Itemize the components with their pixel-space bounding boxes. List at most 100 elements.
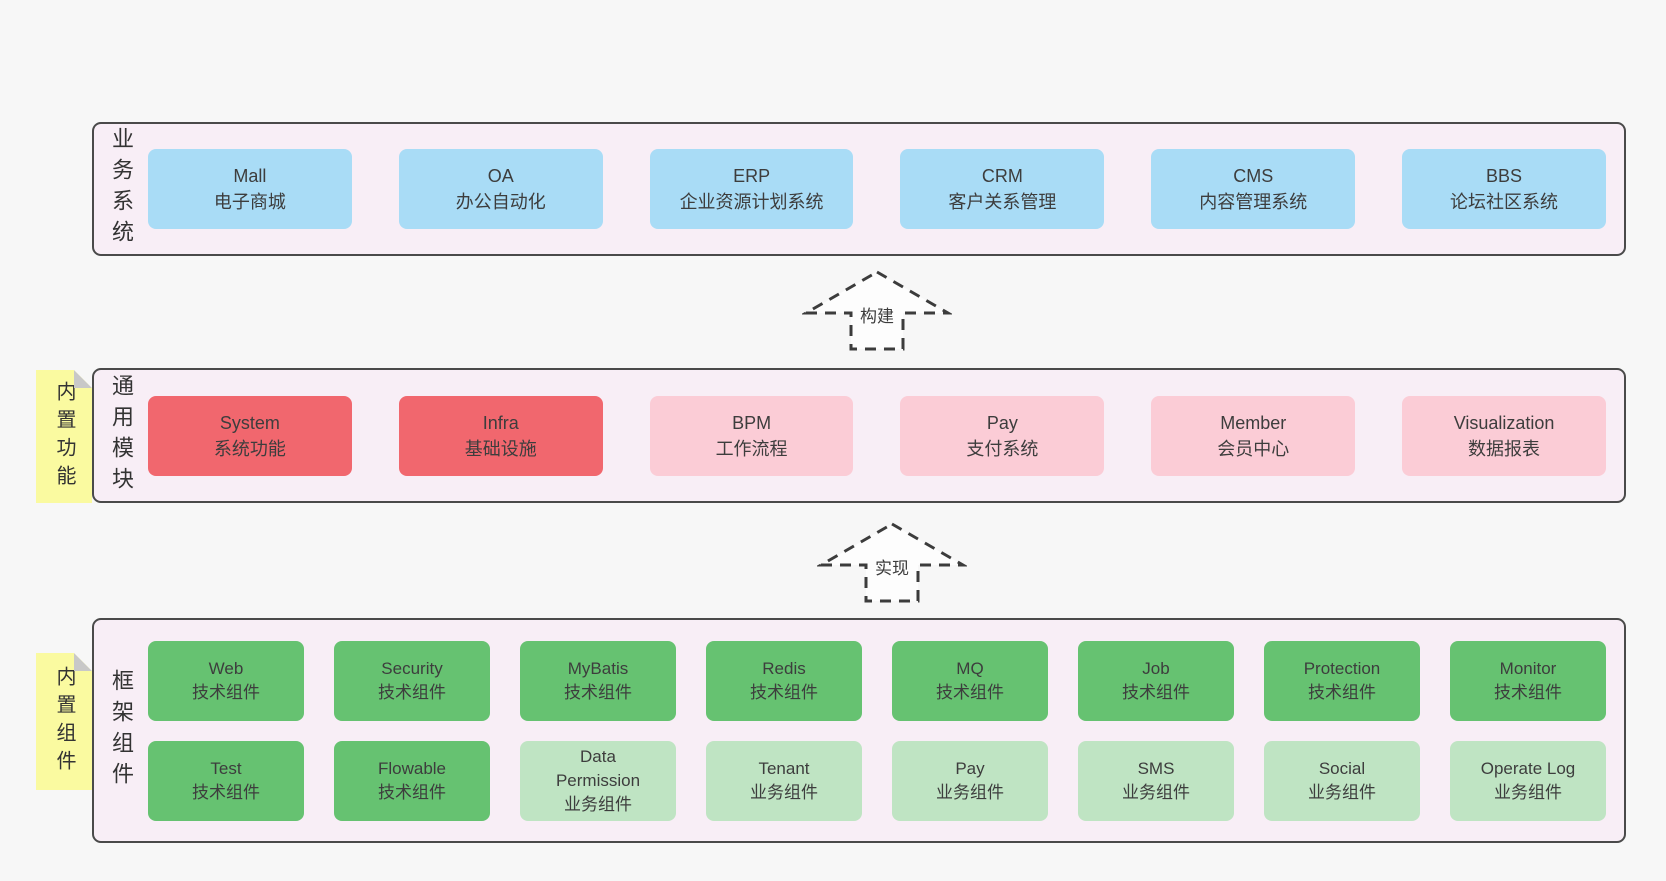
box-title: Data Permission (555, 746, 641, 790)
panel-common-modules: 通用模块 System 系统功能 Infra 基础设施 BPM 工作流程 Pay (92, 368, 1626, 503)
box-subtitle: 技术组件 (1494, 682, 1562, 702)
note-builtin-components: 内置组件 (36, 653, 92, 790)
box-bpm: BPM 工作流程 (649, 395, 854, 476)
box-title: Security (381, 658, 443, 678)
box-title: Mall (233, 166, 267, 186)
box-title: Redis (762, 658, 806, 678)
note-builtin-features: 内置功能 (36, 370, 92, 503)
box-subtitle: 办公自动化 (455, 192, 546, 212)
box-subtitle: 支付系统 (966, 438, 1039, 459)
box-mq: MQ 技术组件 (892, 640, 1048, 721)
box-subtitle: 业务组件 (1308, 782, 1376, 802)
box-title: MyBatis (567, 658, 629, 678)
box-title: Member (1220, 412, 1287, 433)
box-row: Test 技术组件 Flowable 技术组件 Data Permission … (148, 740, 1606, 821)
box-title: MQ (956, 658, 984, 678)
arrow-build: 构建 (802, 268, 952, 352)
panel-label-text: 业务系统 (109, 127, 134, 251)
panel-label-business: 业务系统 (94, 124, 148, 254)
box-row: System 系统功能 Infra 基础设施 BPM 工作流程 Pay 支付系统… (148, 395, 1606, 476)
box-subtitle: 会员中心 (1217, 438, 1290, 459)
box-bbs: BBS 论坛社区系统 (1402, 149, 1606, 229)
box-social: Social 业务组件 (1264, 740, 1420, 821)
box-subtitle: 电子商城 (213, 192, 286, 212)
box-title: BBS (1486, 166, 1523, 186)
box-title: Protection (1303, 658, 1381, 678)
box-security: Security 技术组件 (334, 640, 490, 721)
box-monitor: Monitor 技术组件 (1450, 640, 1606, 721)
box-system: System 系统功能 (148, 395, 352, 476)
box-subtitle: 技术组件 (378, 782, 446, 802)
box-subtitle: 数据报表 (1468, 438, 1541, 459)
box-member: Member 会员中心 (1151, 395, 1356, 476)
box-pay: Pay 支付系统 (900, 395, 1105, 476)
box-infra: Infra 基础设施 (398, 395, 603, 476)
box-subtitle: 技术组件 (1308, 682, 1376, 702)
box-web: Web 技术组件 (148, 640, 304, 721)
box-subtitle: 企业资源计划系统 (679, 192, 824, 212)
folded-corner-icon (74, 653, 92, 671)
panel-label-framework: 框架组件 (94, 620, 148, 841)
box-tenant: Tenant 业务组件 (706, 740, 862, 821)
box-visualization: Visualization 数据报表 (1402, 395, 1606, 476)
box-subtitle: 技术组件 (378, 682, 446, 702)
arrow-label: 实现 (873, 554, 911, 579)
panel-business-systems: 业务系统 Mall 电子商城 OA 办公自动化 ERP 企业资源计划系统 CRM (92, 122, 1626, 256)
box-title: Monitor (1499, 658, 1557, 678)
box-title: BPM (732, 412, 772, 433)
box-title: Pay (955, 758, 985, 778)
note-text: 内置组件 (53, 665, 75, 778)
box-data-permission: Data Permission 业务组件 (520, 740, 676, 821)
box-title: Pay (986, 412, 1018, 433)
box-title: Operate Log (1480, 758, 1576, 778)
box-mall: Mall 电子商城 (148, 149, 352, 229)
box-title: Job (1142, 658, 1170, 678)
box-row: Web 技术组件 Security 技术组件 MyBatis 技术组件 Redi… (148, 640, 1606, 721)
box-title: Flowable (377, 758, 447, 778)
box-title: System (219, 412, 280, 433)
box-subtitle: 业务组件 (750, 782, 818, 802)
box-title: Social (1318, 758, 1366, 778)
box-mybatis: MyBatis 技术组件 (520, 640, 676, 721)
panel-label-text: 框架组件 (109, 668, 134, 793)
box-subtitle: 技术组件 (936, 682, 1004, 702)
box-cms: CMS 内容管理系统 (1151, 149, 1356, 229)
box-subtitle: 系统功能 (213, 438, 286, 459)
box-title: ERP (733, 166, 771, 186)
box-row: Mall 电子商城 OA 办公自动化 ERP 企业资源计划系统 CRM 客户关系… (148, 149, 1606, 229)
panel-label-text: 通用模块 (109, 373, 134, 498)
box-title: Tenant (758, 758, 810, 778)
box-subtitle: 技术组件 (564, 682, 632, 702)
box-job: Job 技术组件 (1078, 640, 1234, 721)
box-subtitle: 工作流程 (715, 438, 788, 459)
box-subtitle: 业务组件 (1122, 782, 1190, 802)
panel-label-modules: 通用模块 (94, 370, 148, 501)
box-title: Test (210, 758, 242, 778)
box-subtitle: 业务组件 (1494, 782, 1562, 802)
panel-framework-components: 框架组件 Web 技术组件 Security 技术组件 MyBatis 技术组件… (92, 618, 1626, 843)
arrow-label: 构建 (858, 302, 896, 327)
note-text: 内置功能 (53, 380, 75, 493)
box-operate-log: Operate Log 业务组件 (1450, 740, 1606, 821)
box-oa: OA 办公自动化 (398, 149, 603, 229)
box-title: SMS (1137, 758, 1175, 778)
box-title: CRM (981, 166, 1023, 186)
folded-corner-icon (74, 370, 92, 388)
box-title: Infra (482, 412, 519, 433)
box-erp: ERP 企业资源计划系统 (649, 149, 854, 229)
box-protection: Protection 技术组件 (1264, 640, 1420, 721)
box-test: Test 技术组件 (148, 740, 304, 821)
box-title: OA (487, 166, 514, 186)
box-flowable: Flowable 技术组件 (334, 740, 490, 821)
box-subtitle: 基础设施 (464, 438, 537, 459)
box-subtitle: 技术组件 (750, 682, 818, 702)
box-subtitle: 业务组件 (936, 782, 1004, 802)
box-title: CMS (1233, 166, 1274, 186)
panel-body-framework: Web 技术组件 Security 技术组件 MyBatis 技术组件 Redi… (148, 620, 1624, 841)
arrow-implement: 实现 (817, 520, 967, 604)
box-subtitle: 论坛社区系统 (1450, 192, 1559, 212)
box-title: Visualization (1453, 412, 1555, 433)
box-subtitle: 业务组件 (564, 794, 632, 814)
box-redis: Redis 技术组件 (706, 640, 862, 721)
